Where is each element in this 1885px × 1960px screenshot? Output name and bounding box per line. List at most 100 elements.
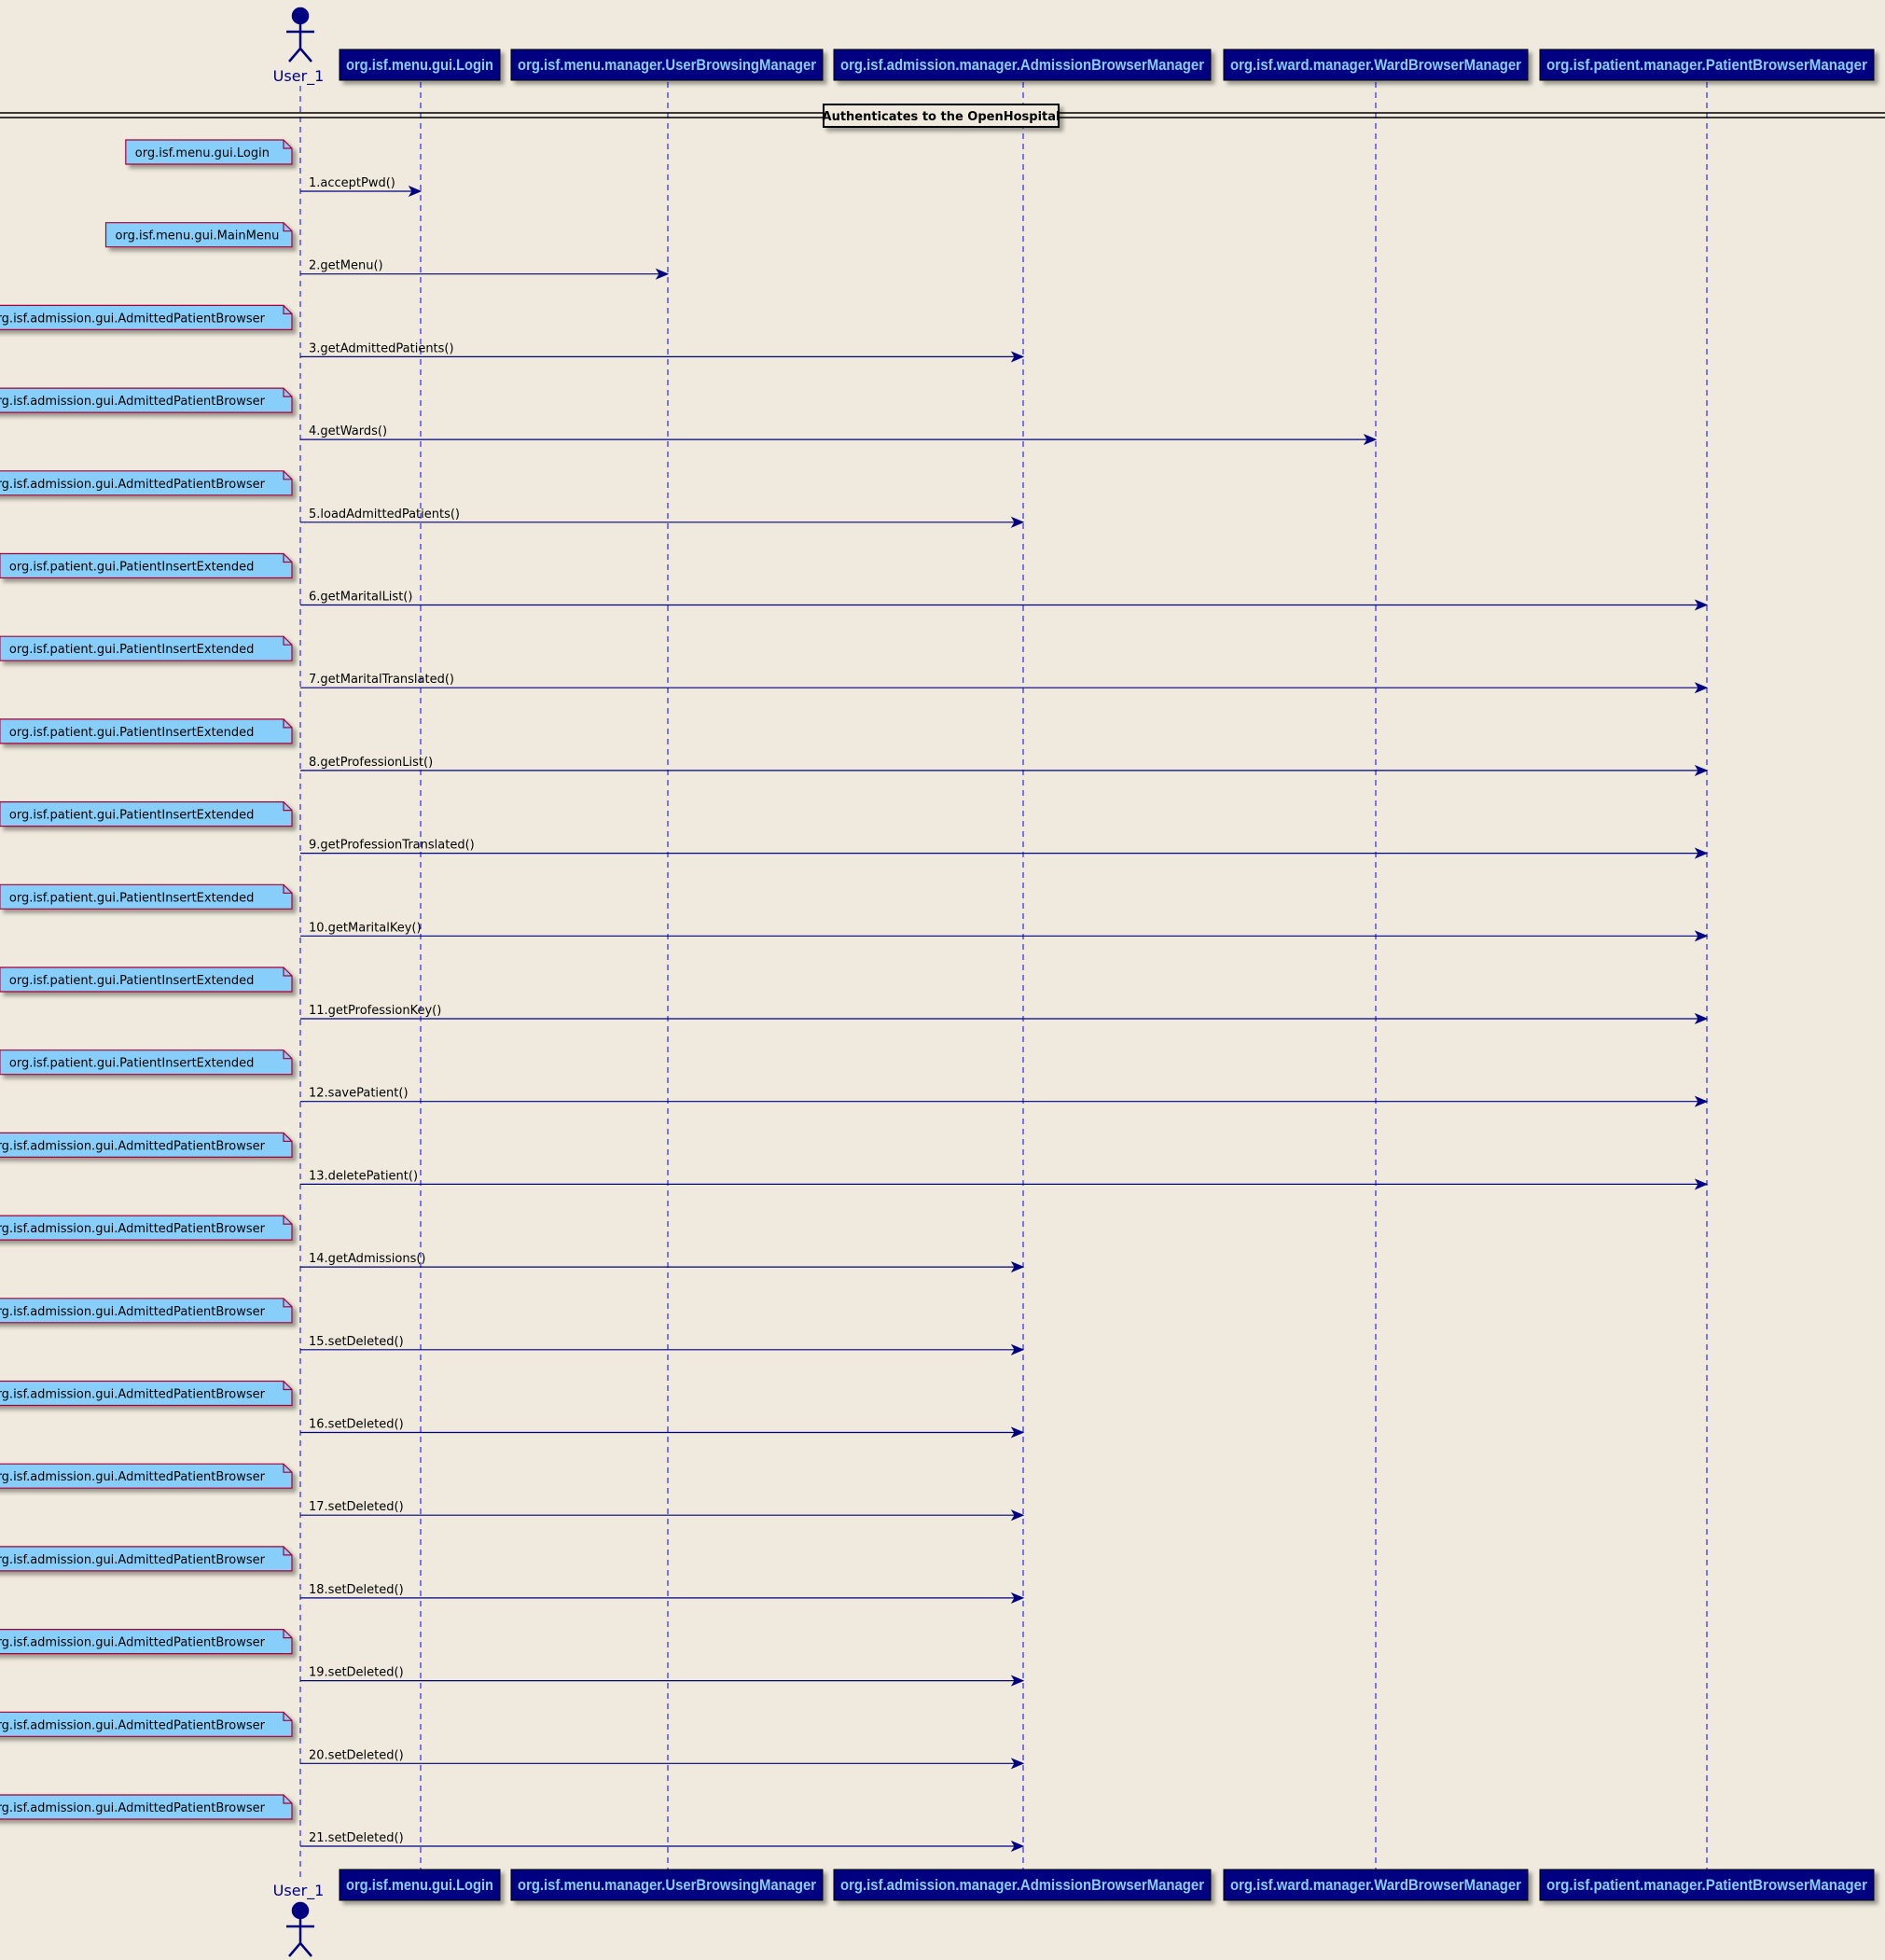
note: org.isf.patient.gui.PatientInsertExtende… [0, 801, 293, 827]
participant-label: org.isf.ward.manager.WardBrowserManager [1230, 56, 1521, 74]
message-row: org.isf.admission.gui.AdmittedPatientBro… [0, 1132, 1709, 1190]
message-row: org.isf.admission.gui.AdmittedPatientBro… [0, 1629, 1025, 1687]
message-label: 16.setDeleted() [309, 1418, 404, 1432]
message-arrow [300, 1675, 1025, 1687]
participant-label: org.isf.admission.manager.AdmissionBrows… [840, 56, 1204, 74]
participant-label: org.isf.menu.manager.UserBrowsingManager [518, 1876, 816, 1894]
message-row: org.isf.patient.gui.PatientInsertExtende… [0, 552, 1709, 611]
note: org.isf.admission.gui.AdmittedPatientBro… [0, 304, 293, 330]
note: org.isf.admission.gui.AdmittedPatientBro… [0, 1629, 293, 1655]
participant-label: org.isf.menu.gui.Login [346, 56, 493, 74]
note-label: org.isf.menu.gui.MainMenu [116, 229, 280, 243]
note-label: org.isf.patient.gui.PatientInsertExtende… [9, 809, 255, 823]
note-label: org.isf.admission.gui.AdmittedPatientBro… [0, 1718, 266, 1732]
note: org.isf.admission.gui.AdmittedPatientBro… [0, 1215, 293, 1241]
note: org.isf.admission.gui.AdmittedPatientBro… [0, 1132, 293, 1158]
note: org.isf.admission.gui.AdmittedPatientBro… [0, 1380, 293, 1407]
message-row: org.isf.admission.gui.AdmittedPatientBro… [0, 470, 1025, 528]
note-label: org.isf.admission.gui.AdmittedPatientBro… [0, 1801, 266, 1815]
message-arrow [300, 1758, 1025, 1770]
note: org.isf.admission.gui.AdmittedPatientBro… [0, 470, 293, 496]
note: org.isf.menu.gui.Login [125, 139, 293, 165]
participant-heads-top: org.isf.menu.gui.Login org.isf.menu.manag… [339, 49, 1875, 81]
participant-label: org.isf.patient.manager.PatientBrowserMa… [1546, 56, 1867, 74]
message-label: 3.getAdmittedPatients() [309, 341, 454, 355]
note: org.isf.menu.gui.MainMenu [104, 222, 293, 248]
participant-label: org.isf.menu.gui.Login [346, 1876, 493, 1894]
participant-box: org.isf.ward.manager.WardBrowserManager [1223, 49, 1529, 81]
message-row: org.isf.patient.gui.PatientInsertExtende… [0, 1050, 1709, 1107]
note: org.isf.patient.gui.PatientInsertExtende… [0, 1050, 293, 1076]
note-label: org.isf.patient.gui.PatientInsertExtende… [9, 1057, 255, 1071]
message-label: 4.getWards() [309, 424, 387, 438]
lifelines [299, 82, 1708, 1881]
participant-box: org.isf.admission.manager.AdmissionBrows… [833, 49, 1212, 81]
participant-label: org.isf.menu.manager.UserBrowsingManager [518, 56, 816, 74]
message-label: 6.getMaritalList() [309, 591, 412, 605]
message-label: 18.setDeleted() [309, 1583, 404, 1597]
message-label: 9.getProfessionTranslated() [309, 839, 475, 853]
message-arrow [300, 1012, 1709, 1025]
message-row: org.isf.admission.gui.AdmittedPatientBro… [0, 1298, 1025, 1355]
note: org.isf.admission.gui.AdmittedPatientBro… [0, 1794, 293, 1820]
actor-top: User_1 [273, 7, 325, 86]
message-label: 5.loadAdmittedPatients() [309, 507, 460, 521]
message-label: 14.getAdmissions() [309, 1252, 425, 1266]
note: org.isf.admission.gui.AdmittedPatientBro… [0, 1711, 293, 1737]
message-row: org.isf.admission.gui.AdmittedPatientBro… [0, 1711, 1025, 1770]
message-label: 13.deletePatient() [309, 1169, 418, 1183]
message-arrow [300, 1261, 1025, 1273]
participant-heads-bottom: org.isf.menu.gui.Login org.isf.menu.manag… [339, 1869, 1875, 1901]
note: org.isf.patient.gui.PatientInsertExtende… [0, 966, 293, 993]
message-arrow [300, 1592, 1025, 1604]
note-label: org.isf.patient.gui.PatientInsertExtende… [9, 643, 255, 657]
message-arrow [300, 1095, 1709, 1107]
message-arrow [300, 1840, 1025, 1853]
message-arrow [300, 1509, 1025, 1522]
message-label: 15.setDeleted() [309, 1335, 404, 1349]
participant-box: org.isf.menu.gui.Login [339, 49, 501, 81]
stick-figure-icon [286, 7, 314, 63]
message-row: org.isf.menu.gui.MainMenu 2.getMenu() [104, 222, 670, 280]
message-arrow [300, 268, 670, 280]
note: org.isf.admission.gui.AdmittedPatientBro… [0, 1463, 293, 1489]
message-arrow [300, 599, 1709, 611]
actor-label: User_1 [273, 67, 325, 86]
note-label: org.isf.admission.gui.AdmittedPatientBro… [0, 1553, 266, 1567]
message-row: org.isf.admission.gui.AdmittedPatientBro… [0, 1546, 1025, 1604]
note-label: org.isf.patient.gui.PatientInsertExtende… [9, 891, 255, 905]
participant-label: org.isf.ward.manager.WardBrowserManager [1230, 1876, 1521, 1894]
message-arrow [300, 1178, 1709, 1190]
message-label: 10.getMaritalKey() [309, 921, 422, 935]
message-row: org.isf.patient.gui.PatientInsertExtende… [0, 718, 1709, 776]
actor-bottom: User_1 [273, 1882, 325, 1957]
message-row: org.isf.admission.gui.AdmittedPatientBro… [0, 387, 1378, 446]
message-row: org.isf.admission.gui.AdmittedPatientBro… [0, 1794, 1025, 1853]
participant-box: org.isf.ward.manager.WardBrowserManager [1223, 1869, 1529, 1901]
section-divider: Authenticates to the OpenHospital [0, 104, 1885, 128]
note: org.isf.patient.gui.PatientInsertExtende… [0, 883, 293, 910]
message-label: 8.getProfessionList() [309, 756, 433, 770]
note-label: org.isf.patient.gui.PatientInsertExtende… [9, 726, 255, 740]
note: org.isf.admission.gui.AdmittedPatientBro… [0, 387, 293, 413]
message-label: 20.setDeleted() [309, 1748, 404, 1762]
message-label: 17.setDeleted() [309, 1500, 404, 1514]
participant-box: org.isf.admission.manager.AdmissionBrows… [833, 1869, 1212, 1901]
note-label: org.isf.admission.gui.AdmittedPatientBro… [0, 1305, 266, 1319]
message-label: 2.getMenu() [309, 259, 383, 273]
message-arrow [300, 930, 1709, 942]
message-arrow [300, 351, 1025, 363]
message-label: 21.setDeleted() [309, 1831, 404, 1845]
note-label: org.isf.admission.gui.AdmittedPatientBro… [0, 1636, 266, 1650]
note-label: org.isf.admission.gui.AdmittedPatientBro… [0, 312, 266, 326]
message-row: org.isf.patient.gui.PatientInsertExtende… [0, 801, 1709, 859]
message-row: org.isf.patient.gui.PatientInsertExtende… [0, 635, 1709, 694]
participant-label: org.isf.admission.manager.AdmissionBrows… [840, 1876, 1204, 1894]
message-arrow [300, 1343, 1025, 1355]
note-label: org.isf.admission.gui.AdmittedPatientBro… [0, 1222, 266, 1236]
message-row: org.isf.admission.gui.AdmittedPatientBro… [0, 304, 1025, 363]
stick-figure-icon [286, 1901, 314, 1957]
actor-label: User_1 [273, 1882, 325, 1900]
